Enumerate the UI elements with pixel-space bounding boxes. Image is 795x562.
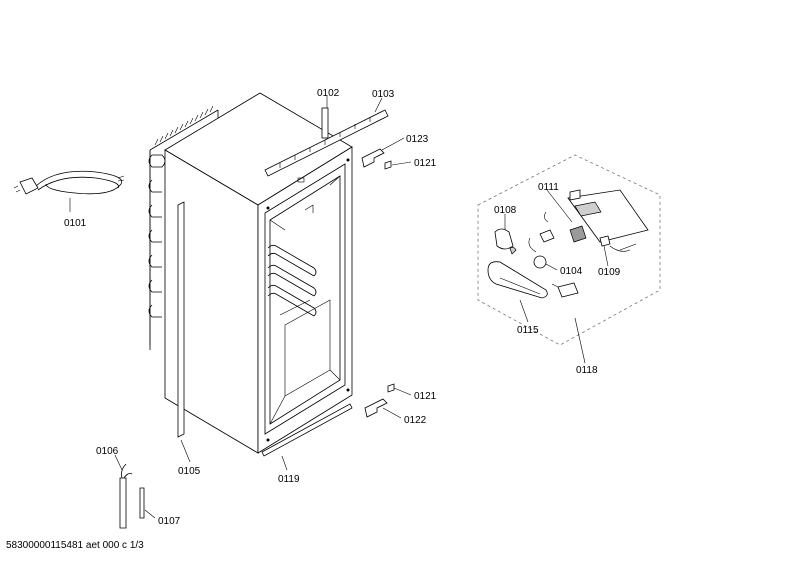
part-label-0123: 0123 bbox=[406, 134, 429, 145]
top-hinge-bracket bbox=[264, 102, 389, 177]
cabinet-body bbox=[164, 92, 353, 454]
temperature-sensor bbox=[119, 463, 145, 529]
part-label-0122: 0122 bbox=[404, 415, 427, 426]
part-label-0102: 0102 bbox=[317, 88, 340, 99]
part-label-0111: 0111 bbox=[538, 182, 559, 193]
part-label-0105: 0105 bbox=[178, 466, 201, 477]
power-cord bbox=[13, 170, 125, 195]
leader-lines bbox=[69, 96, 609, 519]
upper-hinge bbox=[361, 148, 392, 170]
lower-hinge bbox=[364, 383, 395, 418]
document-reference: 58300000115481 aet 000 c 1/3 bbox=[6, 540, 144, 551]
door-seal-strip bbox=[177, 201, 185, 438]
part-label-0121-lower: 0121 bbox=[414, 391, 437, 402]
part-label-0101: 0101 bbox=[64, 218, 87, 229]
part-label-0118: 0118 bbox=[576, 365, 598, 376]
part-label-0115: 0115 bbox=[517, 325, 539, 336]
part-label-0109: 0109 bbox=[598, 267, 621, 278]
part-label-0104: 0104 bbox=[560, 266, 583, 277]
part-label-0121-upper: 0121 bbox=[414, 158, 437, 169]
part-label-0107: 0107 bbox=[158, 516, 181, 527]
bottom-seal-strip bbox=[261, 403, 353, 457]
part-label-0108: 0108 bbox=[494, 205, 517, 216]
shelf-rails bbox=[267, 244, 317, 317]
part-label-0119: 0119 bbox=[278, 474, 300, 485]
light-assembly-group bbox=[477, 154, 661, 346]
condenser-coil bbox=[148, 105, 219, 350]
part-label-0103: 0103 bbox=[372, 89, 395, 100]
part-label-0106: 0106 bbox=[96, 446, 119, 457]
